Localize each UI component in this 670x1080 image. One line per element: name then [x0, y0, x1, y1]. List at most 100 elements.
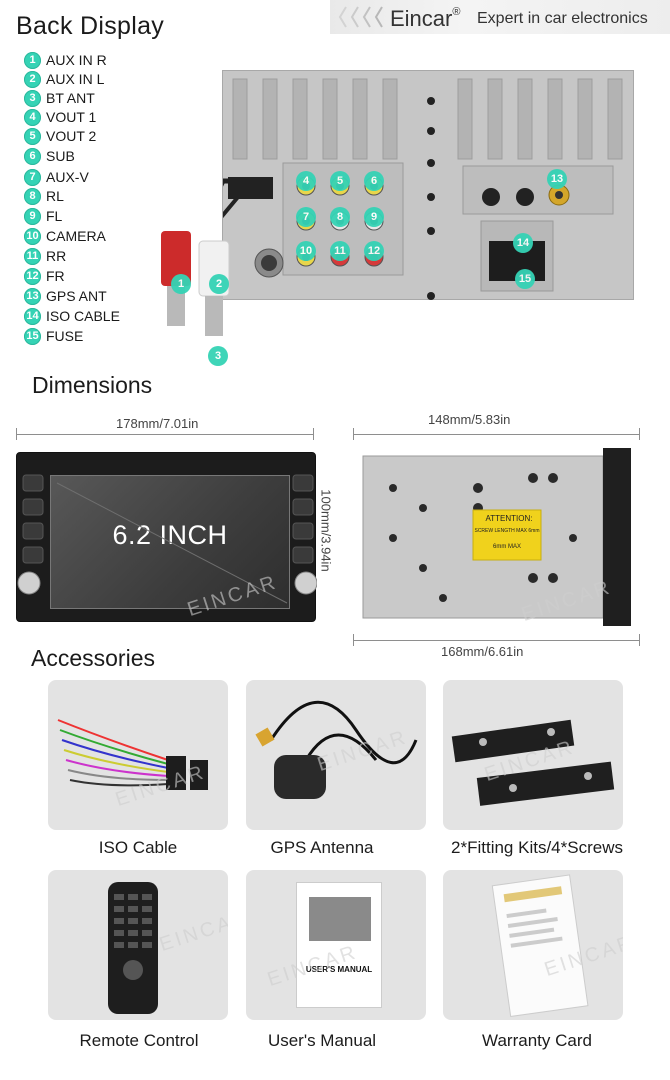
- accessories-title: Accessories: [31, 645, 155, 671]
- callout-badge: 4: [296, 171, 316, 191]
- number-badge: 3: [24, 89, 41, 107]
- legend-item: 1 AUX IN R: [24, 50, 107, 70]
- dimension-tick: [16, 428, 17, 440]
- accessory-card-gps-antenna: EINCAR: [246, 680, 426, 830]
- legend-label: AUX IN L: [46, 71, 105, 87]
- chevron-icon: [350, 6, 359, 28]
- legend-label: ISO CABLE: [46, 308, 120, 324]
- callout-badge: 1: [171, 274, 191, 294]
- legend-item: 2 AUX IN L: [24, 69, 104, 89]
- callout-badge: 12: [364, 241, 384, 261]
- brand-bar: [330, 0, 670, 34]
- legend-item: 14 ISO CABLE: [24, 306, 120, 326]
- registered-mark: ®: [452, 6, 461, 18]
- legend-item: 3 BT ANT: [24, 88, 95, 108]
- legend-label: SUB: [46, 148, 75, 164]
- callout-badge: 3: [208, 346, 228, 366]
- accessory-label: Warranty Card: [482, 1031, 592, 1050]
- dimension-line: [353, 434, 640, 435]
- legend-label: RL: [46, 188, 64, 204]
- legend-item: 10 CAMERA: [24, 226, 106, 246]
- callout-badge: 13: [547, 169, 567, 189]
- manual-cover-title: USER'S MANUAL: [305, 965, 373, 974]
- back-display-title: Back Display: [16, 12, 165, 40]
- number-badge: 4: [24, 108, 41, 126]
- legend-item: 4 VOUT 1: [24, 107, 96, 127]
- front-controls-drawing: [17, 474, 317, 604]
- accessory-card-users-manual: USER'S MANUAL EINCAR: [246, 870, 426, 1020]
- manual-cover-image: [309, 897, 371, 941]
- rca-plugs-drawing: [161, 231, 230, 336]
- callout-badge: 2: [209, 274, 229, 294]
- number-badge: 1: [24, 51, 41, 69]
- warranty-card-icon: [491, 874, 589, 1018]
- number-badge: 10: [24, 227, 41, 245]
- accessory-label: GPS Antenna: [270, 838, 374, 857]
- attention-text: SCREW LENGTH MAX 6mm: [474, 528, 540, 534]
- callout-badge: 15: [515, 269, 535, 289]
- dimension-tick: [313, 428, 314, 440]
- number-badge: 12: [24, 267, 41, 285]
- accessory-label: 2*Fitting Kits/4*Screws: [451, 838, 623, 857]
- legend-label: CAMERA: [46, 228, 106, 244]
- number-badge: 5: [24, 127, 41, 145]
- callout-badge: 10: [296, 241, 316, 261]
- chevron-icon: [362, 6, 371, 28]
- accessory-label: ISO Cable: [98, 838, 178, 857]
- gps-antenna-icon: [255, 701, 418, 799]
- callout-badge: 8: [330, 207, 350, 227]
- attention-max: 6mm MAX: [492, 544, 521, 550]
- legend-item: 11 RR: [24, 246, 66, 266]
- legend-label: RR: [46, 248, 67, 264]
- number-badge: 7: [24, 168, 41, 186]
- dimension-tick: [353, 634, 354, 646]
- legend-item: 8 RL: [24, 186, 64, 206]
- chevron-icon: [374, 6, 383, 28]
- legend-label: FL: [46, 208, 63, 224]
- number-badge: 15: [24, 327, 41, 345]
- back-panel-image: 1 2 3 4 5 6 7 8 9 10 11 12 13 14 15: [161, 70, 634, 366]
- legend-label: VOUT 2: [46, 128, 97, 144]
- number-badge: 2: [24, 70, 41, 88]
- manual-booklet: USER'S MANUAL: [296, 882, 382, 1008]
- callout-badge: 11: [330, 241, 350, 261]
- chevron-icon: [338, 6, 347, 28]
- accessory-card-warranty-card: EINCAR: [443, 870, 623, 1020]
- legend-item: 5 VOUT 2: [24, 126, 96, 146]
- number-badge: 11: [24, 247, 41, 265]
- dimension-tick: [639, 634, 640, 646]
- remote-control-icon: [108, 882, 158, 1014]
- legend-label: VOUT 1: [46, 109, 97, 125]
- callout-badge: 5: [330, 171, 350, 191]
- front-width-label: 178mm/7.01in: [116, 416, 199, 431]
- brand-name: Eincar: [390, 6, 453, 31]
- dimensions-title: Dimensions: [32, 372, 153, 398]
- number-badge: 6: [24, 147, 41, 165]
- dimension-tick: [639, 428, 640, 440]
- screen-size-label: 6.2 INCH: [112, 520, 228, 550]
- attention-title: ATTENTION:: [485, 514, 533, 523]
- brand-tagline: Expert in car electronics: [477, 10, 648, 27]
- callout-badge: 14: [513, 233, 533, 253]
- callout-badge: 6: [364, 171, 384, 191]
- legend-label: AUX IN R: [46, 52, 107, 68]
- accessory-label: User's Manual: [267, 1031, 377, 1050]
- legend-label: AUX-V: [46, 169, 89, 185]
- legend-label: GPS ANT: [46, 288, 107, 304]
- top-depth-label: 148mm/5.83in: [428, 412, 511, 427]
- brand-logo: Eincar®: [390, 6, 460, 32]
- legend-label: BT ANT: [46, 90, 95, 106]
- dimension-line: [353, 640, 640, 641]
- callout-badge: 9: [364, 207, 384, 227]
- iso-cable-icon: [57, 719, 208, 790]
- accessory-card-remote-control: EINCAR: [48, 870, 228, 1020]
- dimension-line: [16, 434, 314, 435]
- side-unit-drawing: [362, 448, 631, 626]
- number-badge: 8: [24, 187, 41, 205]
- accessory-label: Remote Control: [79, 1031, 199, 1050]
- legend-item: 12 FR: [24, 266, 65, 286]
- number-badge: 14: [24, 307, 41, 325]
- legend-label: FR: [46, 268, 65, 284]
